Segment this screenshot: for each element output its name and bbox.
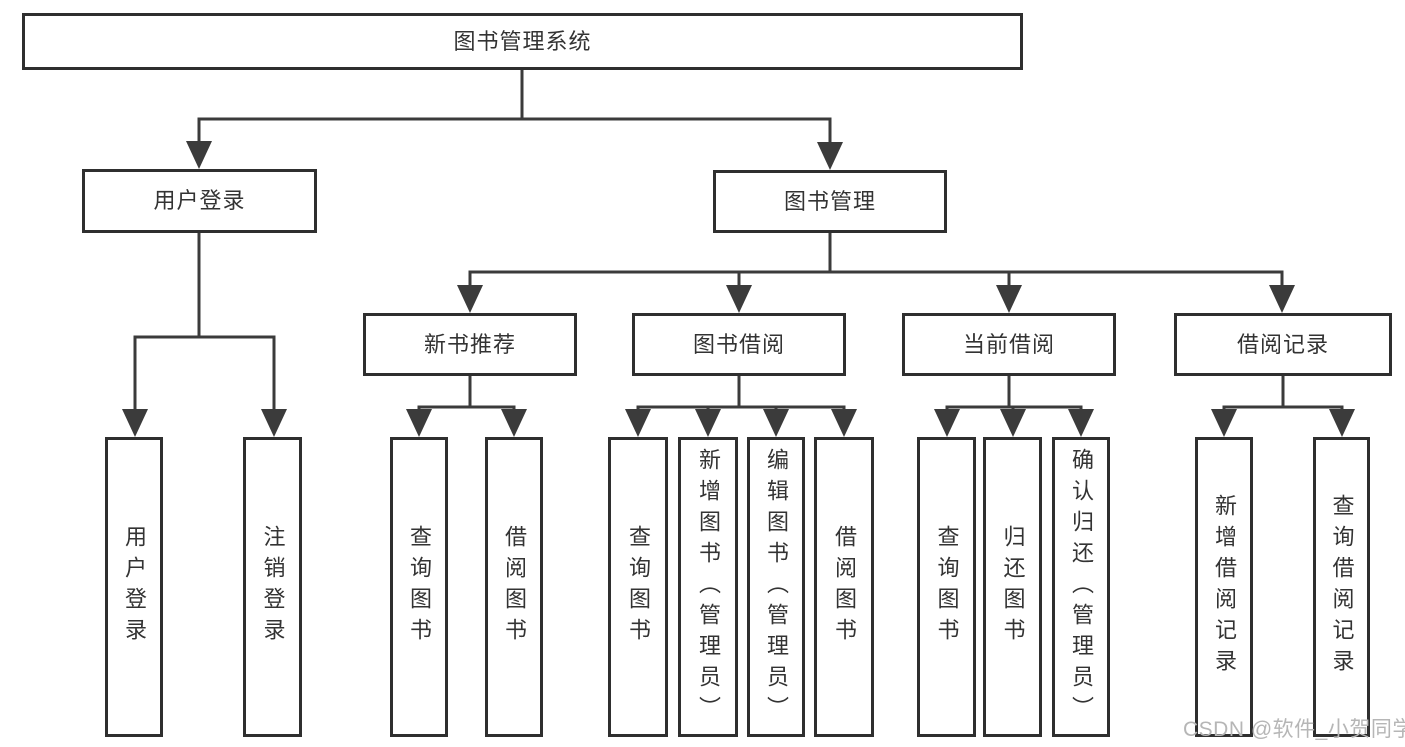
- node-label: 新增图书（管理员）: [696, 447, 721, 727]
- node-label: 借阅图书: [502, 525, 527, 649]
- node-label: 当前借阅: [962, 331, 1055, 357]
- leaf-query-books-borrow: 查询图书: [608, 437, 668, 737]
- leaf-query-books-recommend: 查询图书: [390, 437, 448, 737]
- node-user-login: 用户登录: [82, 169, 317, 233]
- leaf-user-login: 用户登录: [105, 437, 163, 737]
- node-label: 图书管理系统: [453, 28, 592, 54]
- node-book-borrow: 图书借阅: [632, 313, 846, 376]
- node-label: 用户登录: [153, 188, 246, 213]
- leaf-edit-books-admin: 编辑图书（管理员）: [747, 437, 805, 737]
- node-label: 图书借阅: [692, 331, 785, 357]
- leaf-return-books: 归还图书: [983, 437, 1042, 737]
- node-label: 查询图书: [934, 525, 960, 649]
- node-label: 查询借阅记录: [1329, 494, 1355, 680]
- leaf-query-borrow-record: 查询借阅记录: [1313, 437, 1370, 737]
- node-label: 注销登录: [260, 525, 286, 649]
- node-current-borrow: 当前借阅: [902, 313, 1116, 376]
- node-label: 用户登录: [122, 525, 147, 649]
- leaf-query-books-current: 查询图书: [917, 437, 976, 737]
- leaf-add-borrow-record: 新增借阅记录: [1195, 437, 1253, 737]
- node-label: 图书管理: [783, 188, 876, 214]
- node-book-management: 图书管理: [713, 170, 947, 233]
- leaf-borrow-books-recommend: 借阅图书: [485, 437, 543, 737]
- leaf-borrow-books: 借阅图书: [814, 437, 874, 737]
- node-new-book-recommend: 新书推荐: [363, 313, 577, 376]
- node-label: 归还图书: [1000, 525, 1026, 649]
- node-label: 新增借阅记录: [1212, 494, 1237, 680]
- node-label: 编辑图书（管理员）: [764, 447, 789, 727]
- arrowheads: [122, 141, 1355, 437]
- csdn-watermark: CSDN @软件_小贺同学: [1183, 718, 1405, 741]
- leaf-add-books-admin: 新增图书（管理员）: [678, 437, 738, 737]
- node-label: 查询图书: [407, 525, 432, 649]
- node-root-system: 图书管理系统: [22, 13, 1023, 70]
- leaf-confirm-return-admin: 确认归还（管理员）: [1052, 437, 1110, 737]
- node-label: 借阅记录: [1236, 331, 1329, 357]
- node-borrow-record: 借阅记录: [1174, 313, 1392, 376]
- node-label: 确认归还（管理员）: [1069, 447, 1094, 727]
- node-label: 查询图书: [626, 525, 651, 649]
- node-label: 新书推荐: [423, 331, 516, 357]
- node-label: 借阅图书: [832, 525, 857, 649]
- leaf-logout: 注销登录: [243, 437, 302, 737]
